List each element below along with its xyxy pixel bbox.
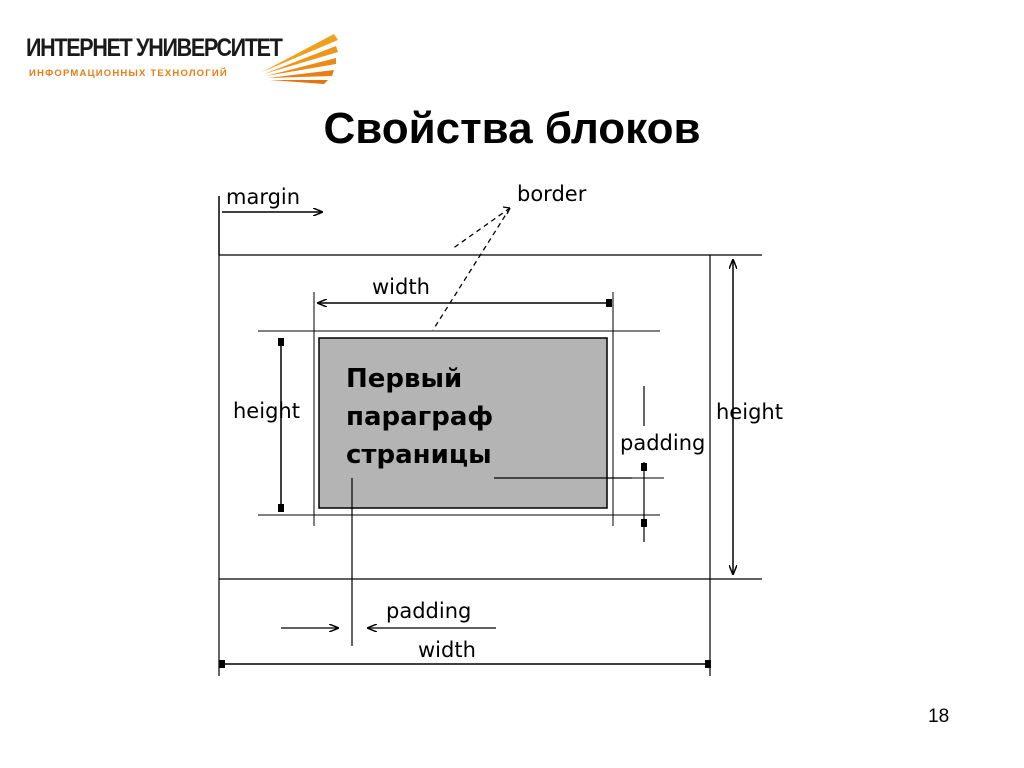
logo: ИНТЕРНЕТ УНИВЕРСИТЕТ ИНФОРМАЦИОННЫХ ТЕХН… (26, 30, 338, 86)
logo-subtitle: ИНФОРМАЦИОННЫХ ТЕХНОЛОГИЙ (29, 68, 228, 79)
content-pointer-lines (351, 477, 632, 646)
border-label: border (517, 182, 587, 206)
outer-width-arrow (219, 660, 711, 668)
logo-title: ИНТЕРНЕТ УНИВЕРСИТЕТ (26, 34, 283, 62)
logo-fan-icon (262, 34, 338, 84)
margin-box (218, 254, 762, 676)
outer-width-label: width (418, 638, 476, 662)
page-title: Свойства блоков (323, 104, 701, 153)
border-box (258, 292, 660, 526)
inner-width-arrow (318, 299, 612, 307)
right-padding-indicator (632, 386, 664, 542)
content-text: Первый параграф страницы (346, 364, 502, 470)
page-number: 18 (928, 706, 950, 727)
margin-label: margin (226, 185, 300, 209)
margin-indicator (218, 196, 322, 255)
right-height-label: height (716, 400, 783, 424)
inner-width-label: width (372, 275, 430, 299)
content-box (318, 337, 608, 509)
border-pointers (432, 206, 511, 331)
left-height-label: height (233, 399, 300, 423)
content-line-1: Первый (346, 364, 462, 394)
bottom-padding-label: padding (386, 599, 471, 623)
left-height-arrow (278, 338, 284, 512)
content-line-3: страницы (346, 440, 492, 470)
right-padding-label: padding (620, 431, 705, 455)
content-line-2: параграф (346, 402, 493, 432)
